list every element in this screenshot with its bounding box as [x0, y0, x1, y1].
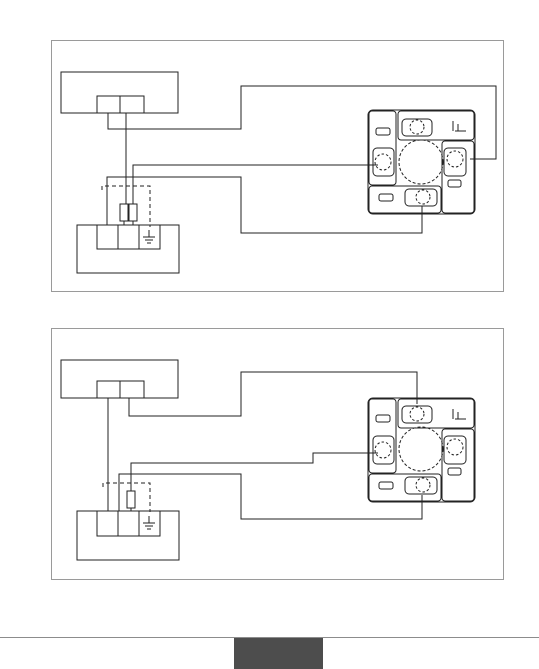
wire-resistor-to-left-module	[133, 165, 378, 204]
pin-module-icon	[368, 398, 475, 502]
wire-socket-to-bottom-module	[119, 474, 422, 519]
resistor-icon	[129, 204, 137, 221]
page-footer-tab	[234, 638, 323, 669]
resistor-icon	[127, 491, 135, 508]
bottom-wiring-group	[61, 360, 475, 560]
pin-module-icon	[368, 110, 475, 214]
wire-controller-to-top-module	[129, 372, 417, 416]
wire-resistor-to-left-module	[131, 453, 378, 491]
ground-symbol-icon	[143, 230, 155, 243]
resistor-icon	[120, 204, 128, 221]
ground-symbol-icon	[143, 516, 155, 529]
top-wiring-group	[61, 72, 496, 273]
